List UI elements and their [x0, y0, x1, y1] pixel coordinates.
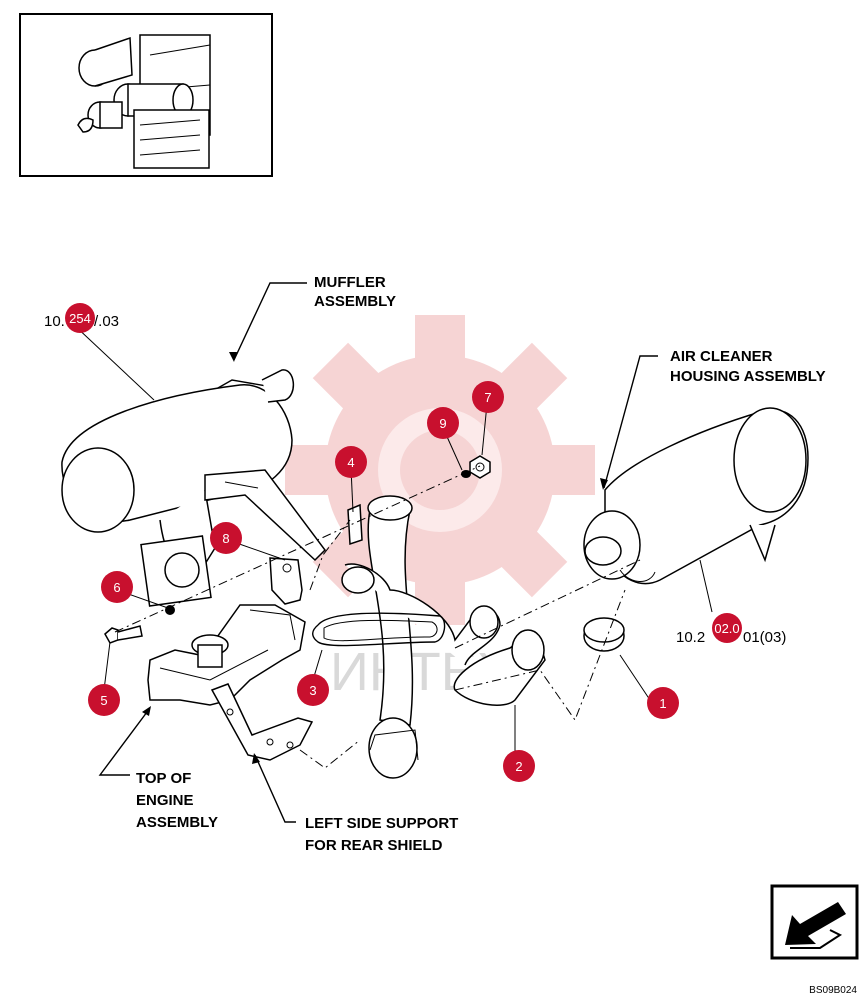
muffler-label-line1: MUFFLER — [314, 274, 386, 291]
left-side-support-line1: LEFT SIDE SUPPORT — [305, 815, 458, 832]
callout-1[interactable]: 1 — [647, 687, 679, 719]
hose-clamp — [583, 617, 625, 652]
top-of-engine-line1: TOP OF — [136, 770, 191, 787]
left-side-support-label: LEFT SIDE SUPPORT FOR REAR SHIELD — [305, 815, 458, 854]
elbow-hose — [453, 629, 546, 706]
svg-text:9: 9 — [439, 416, 446, 431]
air-cleaner-label: AIR CLEANER HOUSING ASSEMBLY — [670, 348, 826, 385]
svg-text:8: 8 — [222, 531, 229, 546]
bracket-8 — [269, 557, 303, 605]
svg-text:3: 3 — [309, 683, 316, 698]
callout-5[interactable]: 5 — [88, 684, 120, 716]
muffler-ref-left: 10. — [44, 313, 65, 330]
muffler-ref-badge-text: 254 — [69, 311, 91, 326]
top-of-engine-line3: ASSEMBLY — [136, 814, 218, 831]
front-direction-arrow-icon — [770, 884, 859, 960]
callout-6[interactable]: 6 — [101, 571, 133, 603]
overview-thumbnail — [19, 13, 273, 177]
air-cleaner-label-line1: AIR CLEANER — [670, 348, 773, 365]
muffler-ref-badge — [65, 303, 95, 333]
alignment-lines — [114, 465, 641, 769]
air-cleaner-reference: 10.2 02.0 01(03) — [676, 613, 786, 646]
muffler-assembly — [61, 369, 326, 607]
top-of-engine-label: TOP OF ENGINE ASSEMBLY — [136, 770, 218, 831]
washer-9 — [461, 470, 471, 478]
top-of-engine — [147, 604, 306, 706]
callout-4[interactable]: 4 — [335, 446, 367, 478]
muffler-reference: 10. 254 /.03 — [44, 303, 119, 333]
strap-3 — [312, 612, 446, 647]
air-cleaner-label-line2: HOUSING ASSEMBLY — [670, 368, 826, 385]
air-ref-right: 01(03) — [743, 629, 786, 646]
top-of-engine-line2: ENGINE — [136, 792, 194, 809]
drawing-code: BS09B024 — [809, 985, 857, 996]
air-ref-badge-text: 02.0 — [714, 621, 739, 636]
left-side-support — [210, 683, 314, 761]
callout-3[interactable]: 3 — [297, 674, 329, 706]
callout-7[interactable]: 7 — [472, 381, 504, 413]
svg-text:2: 2 — [515, 759, 522, 774]
callout-2[interactable]: 2 — [503, 750, 535, 782]
callout-8[interactable]: 8 — [210, 522, 242, 554]
bracket-4 — [347, 503, 363, 546]
svg-text:1: 1 — [659, 696, 666, 711]
muffler-label: MUFFLER ASSEMBLY — [314, 274, 396, 310]
watermark-gear-icon — [285, 315, 595, 625]
air-ref-badge — [712, 613, 742, 643]
intake-pipe — [341, 495, 501, 779]
air-cleaner-housing — [583, 407, 809, 585]
svg-text:7: 7 — [484, 390, 491, 405]
bolt-5 — [104, 625, 143, 644]
left-side-support-line2: FOR REAR SHIELD — [305, 837, 443, 854]
muffler-ref-right: /.03 — [94, 313, 119, 330]
svg-text:5: 5 — [100, 693, 107, 708]
svg-text:4: 4 — [347, 455, 354, 470]
svg-text:6: 6 — [113, 580, 120, 595]
muffler-label-line2: ASSEMBLY — [314, 293, 396, 310]
air-ref-left: 10.2 — [676, 629, 705, 646]
callout-9[interactable]: 9 — [427, 407, 459, 439]
